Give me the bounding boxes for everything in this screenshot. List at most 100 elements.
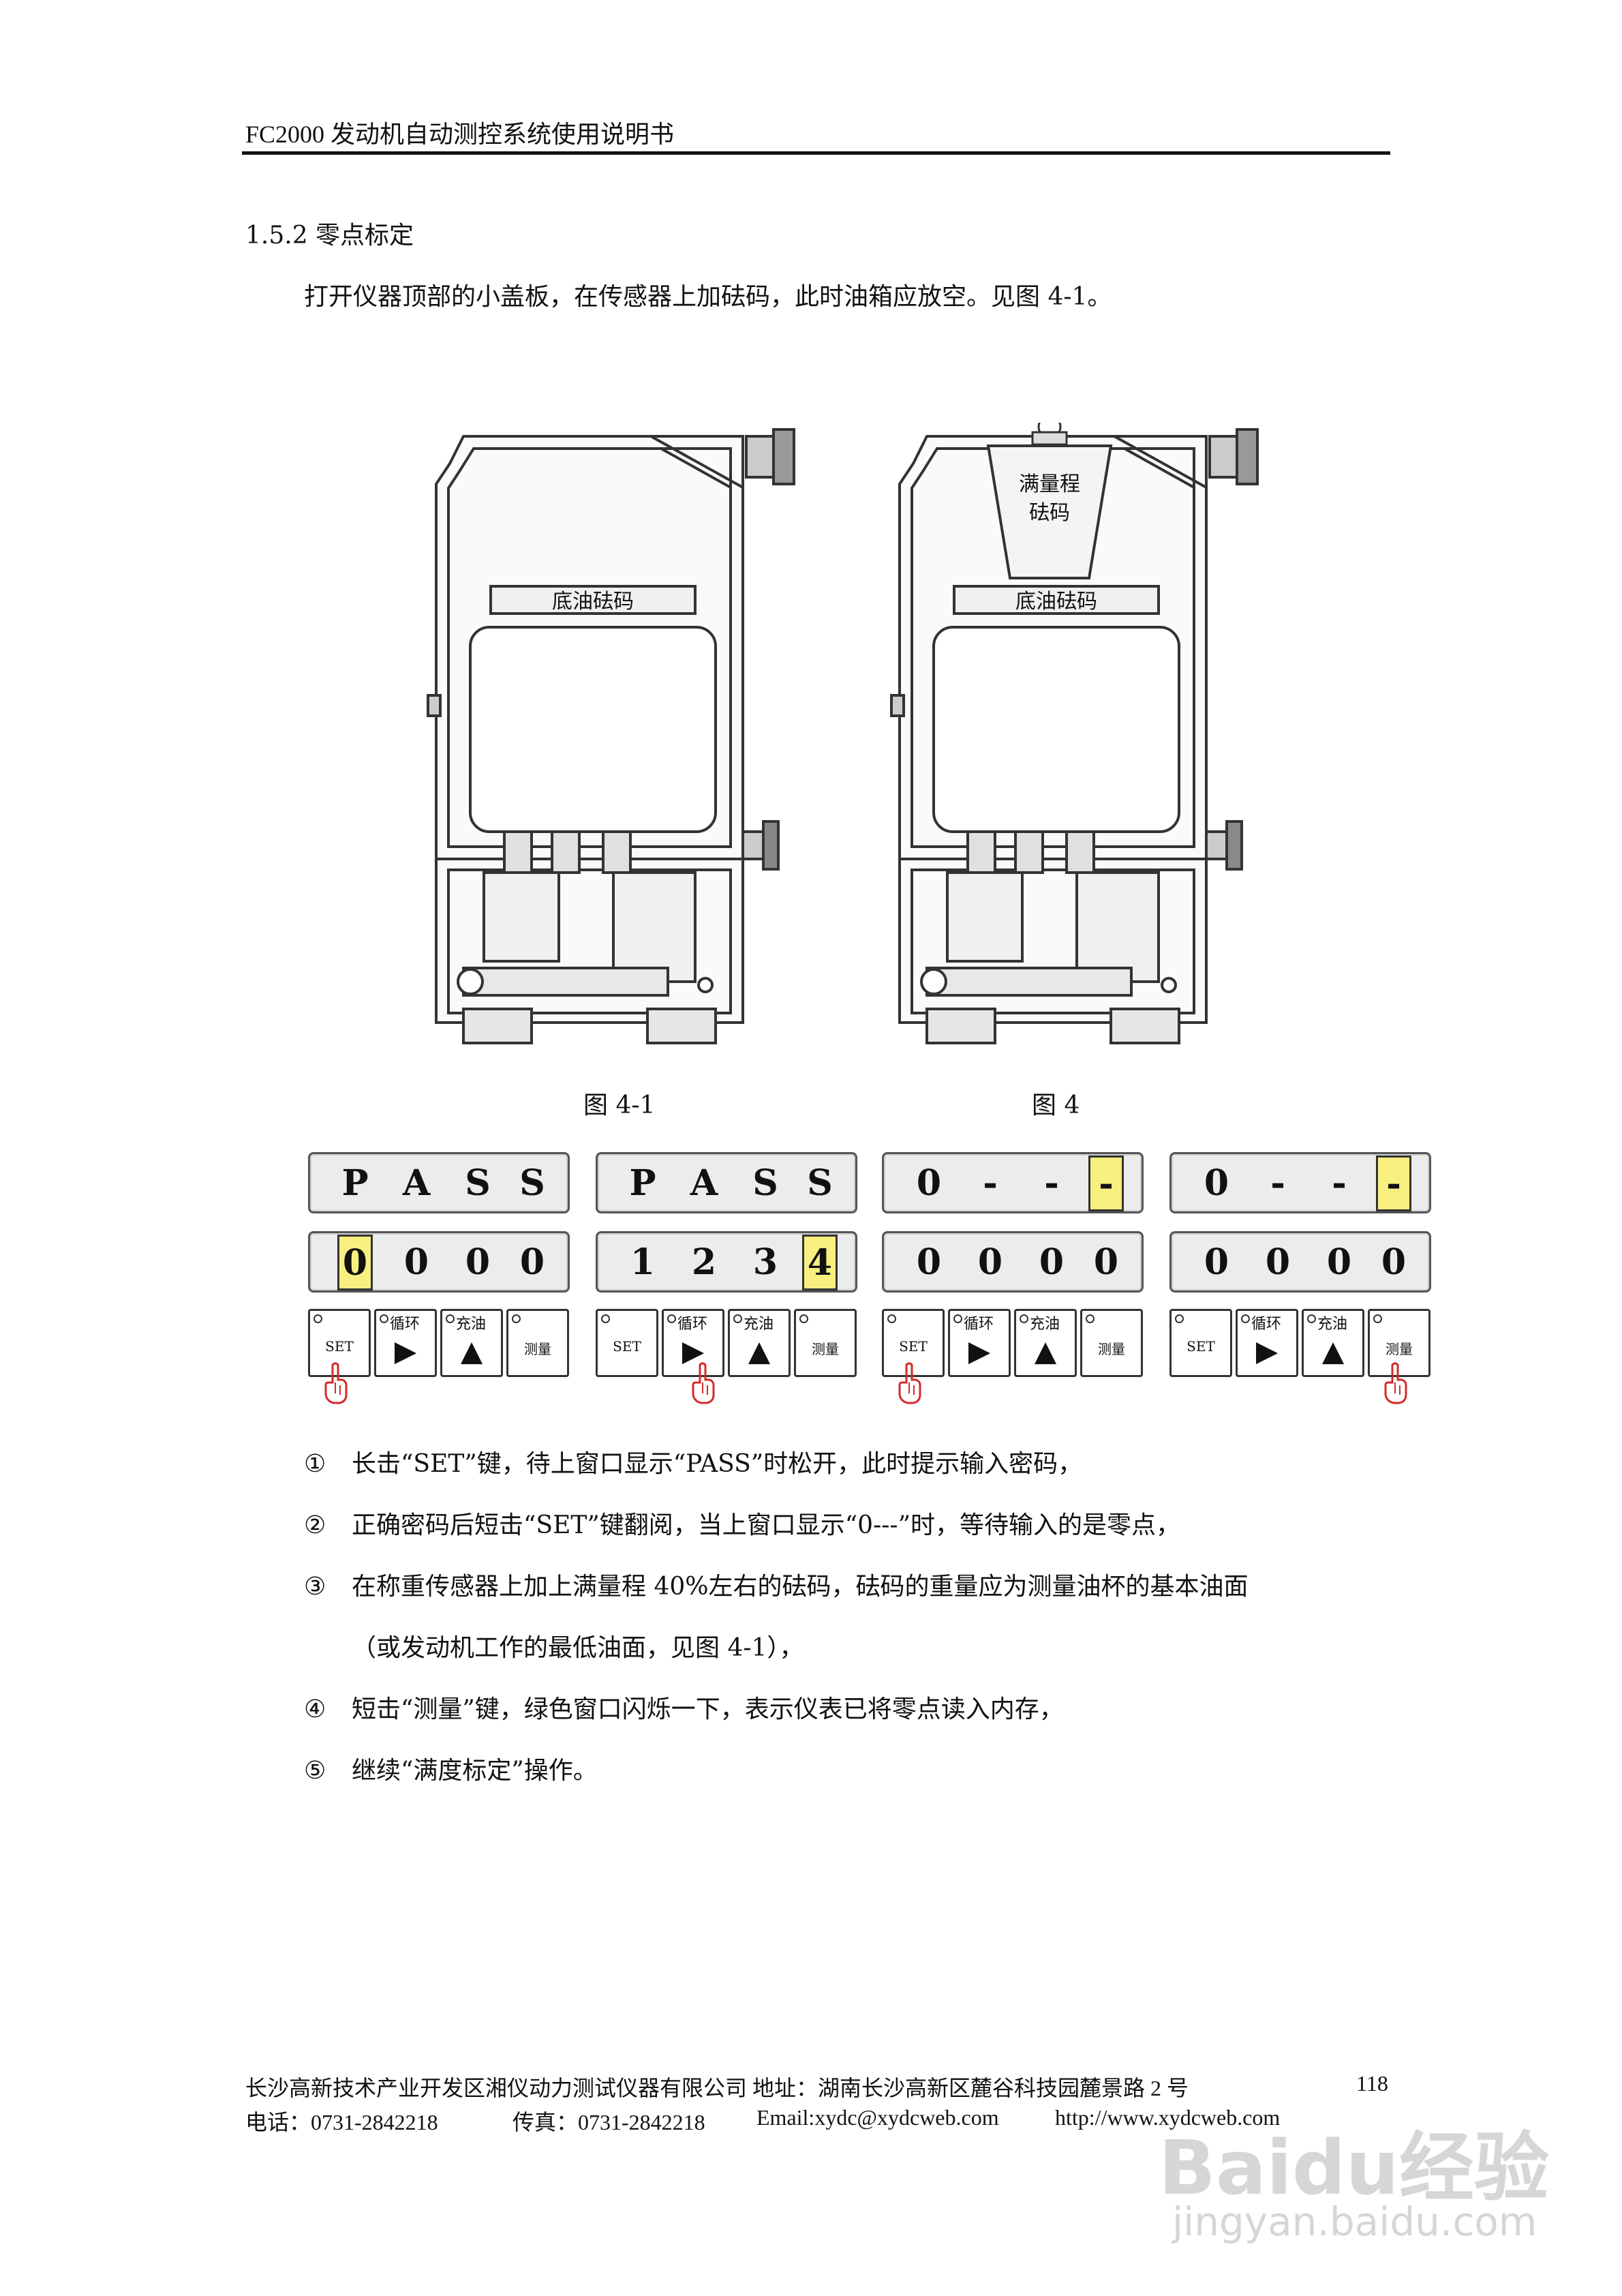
set-key-text: SET: [325, 1338, 354, 1355]
upper-digit-1: 0: [916, 1162, 942, 1204]
fill-key-text: ▲: [460, 1334, 483, 1368]
watermark-brand: Baidu经验: [1159, 2124, 1549, 2211]
lower-digit-4: 0: [519, 1241, 545, 1283]
upper-digit-3: S: [752, 1162, 778, 1204]
pointing-hand-icon: [1384, 1362, 1407, 1404]
cycle-key-text: ▶: [394, 1334, 417, 1368]
lower-digit-2: 0: [977, 1241, 1003, 1283]
set-key[interactable]: SET: [308, 1309, 371, 1377]
lower-digit-2: 2: [691, 1241, 717, 1283]
section-title: 1.5.2 零点标定: [245, 222, 414, 250]
cycle-led-icon: [667, 1314, 676, 1323]
pointing-hand-icon: [692, 1362, 715, 1404]
fill-key-label: 充油: [1317, 1316, 1348, 1333]
lower-digit-3: 0: [1326, 1241, 1352, 1283]
key-row: SET 循环 ▶ 充油 ▲ 测量: [596, 1309, 857, 1404]
fill-key-label: 充油: [456, 1316, 487, 1333]
fill-key[interactable]: 充油 ▲: [1014, 1309, 1077, 1377]
fill-key[interactable]: 充油 ▲: [728, 1309, 791, 1377]
upper-digit-4: S: [807, 1162, 833, 1204]
figure-4-1: 底油砝码: [423, 423, 818, 1057]
set-key[interactable]: SET: [882, 1309, 945, 1377]
press-indicator: [689, 1362, 716, 1404]
apparatus-drawing: 底油砝码 满量程 砝码: [890, 414, 1259, 1044]
upper-digit-3: -: [1044, 1162, 1059, 1204]
bottom-weight-label: 底油砝码: [552, 590, 634, 614]
cycle-key[interactable]: 循环 ▶: [948, 1309, 1011, 1377]
cycle-led-icon: [953, 1314, 962, 1323]
fill-key[interactable]: 充油 ▲: [1302, 1309, 1364, 1377]
top-weight-label-1: 满量程: [1019, 472, 1080, 496]
upper-digit-2: A: [402, 1162, 431, 1204]
measure-key[interactable]: 测量: [1080, 1309, 1143, 1377]
upper-digit-2: A: [690, 1162, 718, 1204]
lower-digit-1: 0: [916, 1241, 942, 1283]
set-key[interactable]: SET: [596, 1309, 658, 1377]
measure-key[interactable]: 测量: [506, 1309, 569, 1377]
footer-email: Email:xydc@xydcweb.com: [756, 2105, 999, 2130]
fill-key-text: ▲: [1034, 1334, 1057, 1368]
fill-led-icon: [446, 1314, 455, 1323]
header-rule: [242, 151, 1390, 155]
key-row: SET 循环 ▶ 充油 ▲ 测量: [308, 1309, 570, 1404]
cycle-key[interactable]: 循环 ▶: [1236, 1309, 1298, 1377]
measure-key-text: 测量: [812, 1341, 839, 1357]
upper-digit-4: S: [519, 1162, 545, 1204]
measure-key[interactable]: 测量: [1368, 1309, 1430, 1377]
upper-display: 0---: [882, 1152, 1144, 1213]
key-row: SET 循环 ▶ 充油 ▲ 测量: [882, 1309, 1144, 1404]
cycle-key-label: 循环: [677, 1316, 708, 1333]
upper-digit-4: -: [1376, 1155, 1411, 1211]
upper-digit-3: S: [465, 1162, 491, 1204]
upper-digit-4: -: [1088, 1155, 1124, 1211]
upper-digit-3: -: [1332, 1162, 1347, 1204]
measure-key[interactable]: 测量: [794, 1309, 857, 1377]
lower-digit-2: 0: [403, 1241, 429, 1283]
lower-digit-4: 0: [1381, 1241, 1407, 1283]
set-led-icon: [313, 1314, 322, 1323]
fill-led-icon: [1020, 1314, 1028, 1323]
set-key[interactable]: SET: [1169, 1309, 1232, 1377]
lower-digit-1: 0: [337, 1235, 373, 1290]
fill-key-text: ▲: [1321, 1334, 1345, 1368]
cycle-key-text: ▶: [1255, 1334, 1279, 1368]
cycle-key-text: ▶: [968, 1334, 991, 1368]
pointing-hand-icon: [898, 1362, 921, 1404]
set-led-icon: [1175, 1314, 1184, 1323]
cycle-led-icon: [380, 1314, 388, 1323]
cycle-key-label: 循环: [390, 1316, 420, 1333]
upper-digit-2: -: [983, 1162, 998, 1204]
fill-key-text: ▲: [748, 1334, 771, 1368]
cycle-key[interactable]: 循环 ▶: [662, 1309, 724, 1377]
footer-fax: 传真：0731-2842218: [512, 2110, 705, 2134]
fill-key-label: 充油: [1030, 1316, 1060, 1333]
page-number: 118: [1356, 2071, 1388, 2096]
set-key-text: SET: [1187, 1338, 1215, 1355]
lower-digit-3: 0: [1039, 1241, 1065, 1283]
set-led-icon: [887, 1314, 896, 1323]
lower-digit-1: 1: [630, 1241, 656, 1283]
fill-key[interactable]: 充油 ▲: [440, 1309, 503, 1377]
footer-website: http://www.xydcweb.com: [1055, 2105, 1281, 2130]
upper-digit-2: -: [1270, 1162, 1285, 1204]
press-indicator: [1381, 1362, 1409, 1404]
measure-key-text: 测量: [1386, 1341, 1413, 1357]
cycle-key-text: ▶: [682, 1334, 705, 1368]
lower-digit-4: 0: [1093, 1241, 1119, 1283]
footer-company-address: 长沙高新技术产业开发区湘仪动力测试仪器有限公司 地址：湖南长沙高新区麓谷科技园麓…: [245, 2076, 1189, 2100]
set-key-text: SET: [899, 1338, 928, 1355]
upper-display: 0---: [1169, 1152, 1431, 1213]
cycle-key[interactable]: 循环 ▶: [374, 1309, 437, 1377]
measure-led-icon: [1373, 1314, 1382, 1323]
